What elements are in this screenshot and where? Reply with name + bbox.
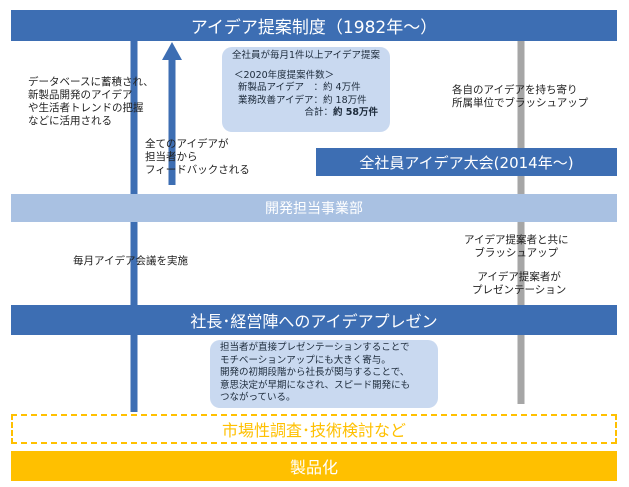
executive-pitch-label: 社長･経営陣へのアイデアプレゼン: [190, 312, 438, 331]
proposer-brushup-line: アイデア提案者と共に: [464, 234, 569, 246]
pitch-benefit-line: 意思決定が早期になされ、スピード開発にも: [220, 379, 411, 391]
summary-improvement: 業務改善アイデア：約 18万件: [238, 94, 367, 106]
database-note-line: や生活者トレンドの把握: [28, 102, 144, 114]
pitch-benefit-box: 担当者が直接プレゼンテーションすることで モチベーションアップにも大きく寄与。 …: [210, 340, 438, 408]
productization-label: 製品化: [289, 458, 338, 477]
feedback-arrow-head: [162, 42, 182, 60]
summary-total-prefix: 合計：: [304, 107, 333, 118]
database-note: データベースに蓄積され、 新製品開発のアイデア や生活者トレンドの把握 などに活…: [28, 76, 154, 128]
pitch-benefit-line: つながっている。: [220, 392, 296, 403]
brushup-note-line: 所属単位でブラッシュアップ: [452, 97, 589, 109]
market-research-label: 市場性調査･技術検討など: [221, 421, 406, 440]
development-department-label: 開発担当事業部: [265, 201, 363, 217]
summary-year-label: ＜2020年度提案件数＞: [234, 69, 335, 81]
development-department-bar: 開発担当事業部: [11, 194, 617, 222]
feedback-note-line: 担当者から: [145, 151, 198, 163]
idea-competition-label: 全社員アイデア大会(2014年～): [359, 153, 574, 172]
proposer-presentation-note: アイデア提案者が プレゼンテーション: [472, 271, 566, 297]
pitch-benefit-line: 担当者が直接プレゼンテーションすることで: [220, 342, 410, 353]
productization-bar: 製品化: [11, 451, 617, 481]
idea-competition-bar: 全社員アイデア大会(2014年～): [316, 148, 617, 176]
database-note-line: データベースに蓄積され、: [28, 76, 154, 88]
proposal-summary-box: 全社員が毎月1件以上アイデア提案 ＜2020年度提案件数＞ 新製品アイデア ：約…: [222, 47, 390, 132]
feedback-note-line: 全てのアイデアが: [145, 138, 229, 150]
summary-new-product: 新製品アイデア ：約 4万件: [238, 82, 361, 93]
proposer-brushup-line: ブラッシュアップ: [474, 247, 559, 259]
brushup-note-line: 各自のアイデアを持ち寄り: [452, 84, 578, 96]
summary-headline: 全社員が毎月1件以上アイデア提案: [231, 50, 381, 61]
brushup-note: 各自のアイデアを持ち寄り 所属単位でブラッシュアップ: [452, 84, 588, 110]
executive-pitch-bar: 社長･経営陣へのアイデアプレゼン: [11, 305, 617, 335]
summary-total-value: 約 58万件: [332, 107, 378, 118]
idea-proposal-system-label: アイデア提案制度（1982年～）: [190, 18, 438, 38]
feedback-note: 全てのアイデアが 担当者から フィードバックされる: [145, 138, 250, 177]
proposer-presentation-line: アイデア提案者が: [477, 271, 561, 283]
database-note-line: などに活用される: [28, 115, 112, 127]
monthly-meeting-note: 毎月アイデア会議を実施: [73, 255, 188, 268]
proposer-brushup-note: アイデア提案者と共に ブラッシュアップ: [464, 234, 568, 260]
summary-total: 合計：約 58万件: [222, 107, 390, 120]
feedback-note-line: フィードバックされる: [145, 164, 250, 176]
pitch-benefit-line: モチベーションアップにも大きく寄与。: [220, 354, 391, 366]
database-note-line: 新製品開発のアイデア: [28, 89, 133, 101]
monthly-meeting-text: 毎月アイデア会議を実施: [73, 255, 188, 267]
proposer-presentation-line: プレゼンテーション: [472, 284, 567, 296]
idea-proposal-system-bar: アイデア提案制度（1982年～）: [11, 10, 617, 41]
market-research-bar: 市場性調査･技術検討など: [11, 414, 617, 444]
pitch-benefit-line: 開発の初期段階から社長が関与することで、: [220, 367, 410, 378]
